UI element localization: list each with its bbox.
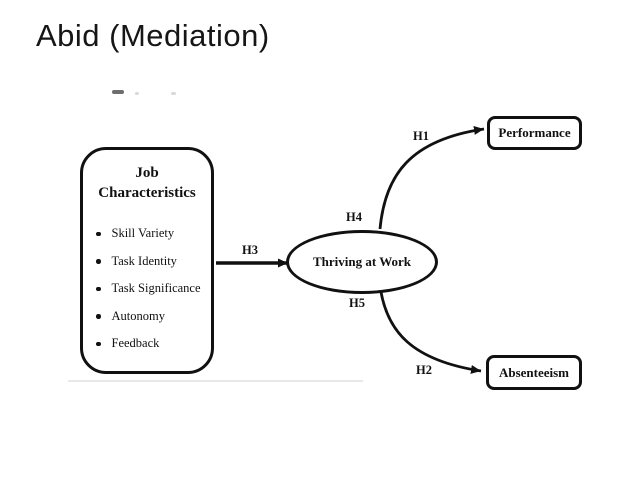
performance-label: Performance [498,125,571,140]
slide-title: Abid (Mediation) [36,18,270,53]
figure-crop-artifact [171,92,176,95]
absenteeism-label: Absenteeism [498,364,570,380]
job-box-title: Job Characteristics [83,150,211,203]
list-item-label: Task Significance [111,281,201,296]
bullet-icon [96,341,101,346]
bullet-icon [96,286,101,291]
list-item-label: Autonomy [111,308,165,323]
hypothesis-label-h5: H5 [349,296,365,310]
job-box-title-line1: Job [135,165,159,181]
list-item-label: Feedback [111,336,160,351]
list-item: Skill Variety [96,220,211,248]
mediator-label: Thriving at Work [312,254,411,269]
arrow-h1-h4-to-performance [378,126,485,230]
list-item-label: Skill Variety [111,226,175,241]
hypothesis-label-h2: H2 [416,363,432,377]
hypothesis-label-h1: H1 [413,129,429,143]
figure-crop-artifact [135,92,139,95]
arrow-h2-h5-to-absenteeism [379,291,482,374]
performance-box: Performance [487,116,582,150]
list-item-label: Task Identity [111,253,177,268]
list-item: Autonomy [96,303,211,331]
hypothesis-label-h3: H3 [242,243,258,257]
mediator-ellipse: Thriving at Work [286,230,438,294]
job-box-title-line2: Characteristics [98,184,196,201]
job-characteristics-list: Skill Variety Task Identity Task Signifi… [83,220,211,358]
list-item: Feedback [96,330,211,358]
bullet-icon [96,259,101,264]
job-characteristics-box: Job Characteristics Skill Variety Task I… [80,147,214,374]
list-item: Task Identity [96,248,211,276]
bullet-icon [96,231,101,236]
bullet-icon [96,314,101,319]
figure-crop-artifact [68,380,363,382]
absenteeism-box: Absenteeism [486,355,582,390]
figure-crop-artifact [112,90,124,94]
hypothesis-label-h4: H4 [346,210,362,224]
list-item: Task Significance [96,275,211,303]
